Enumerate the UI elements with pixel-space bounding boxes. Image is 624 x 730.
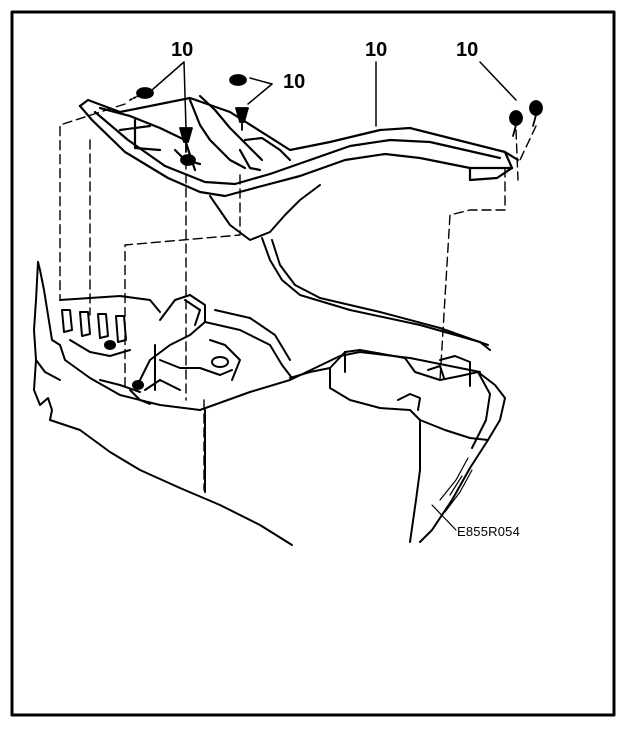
figure-id: E855R054 [457, 524, 521, 539]
bolt-2 [229, 74, 247, 86]
mounting-bracket [78, 94, 520, 198]
console-body [33, 184, 506, 546]
figure-id-leader [431, 504, 457, 531]
bolt-3 [235, 107, 249, 131]
bolt-7 [180, 154, 196, 166]
alignment-lines [59, 103, 537, 491]
callout-label: 10 [171, 39, 194, 61]
bolt-6 [529, 100, 543, 127]
bolts [129, 74, 543, 166]
bolt-5 [509, 110, 523, 137]
callout-label: 10 [365, 39, 388, 61]
callout-label: 10 [283, 71, 306, 93]
callout-label: 10 [456, 39, 479, 61]
bolt-1 [129, 87, 154, 101]
diagram-frame [10, 10, 616, 717]
bolt-4 [179, 127, 193, 153]
leader-lines [151, 61, 517, 129]
